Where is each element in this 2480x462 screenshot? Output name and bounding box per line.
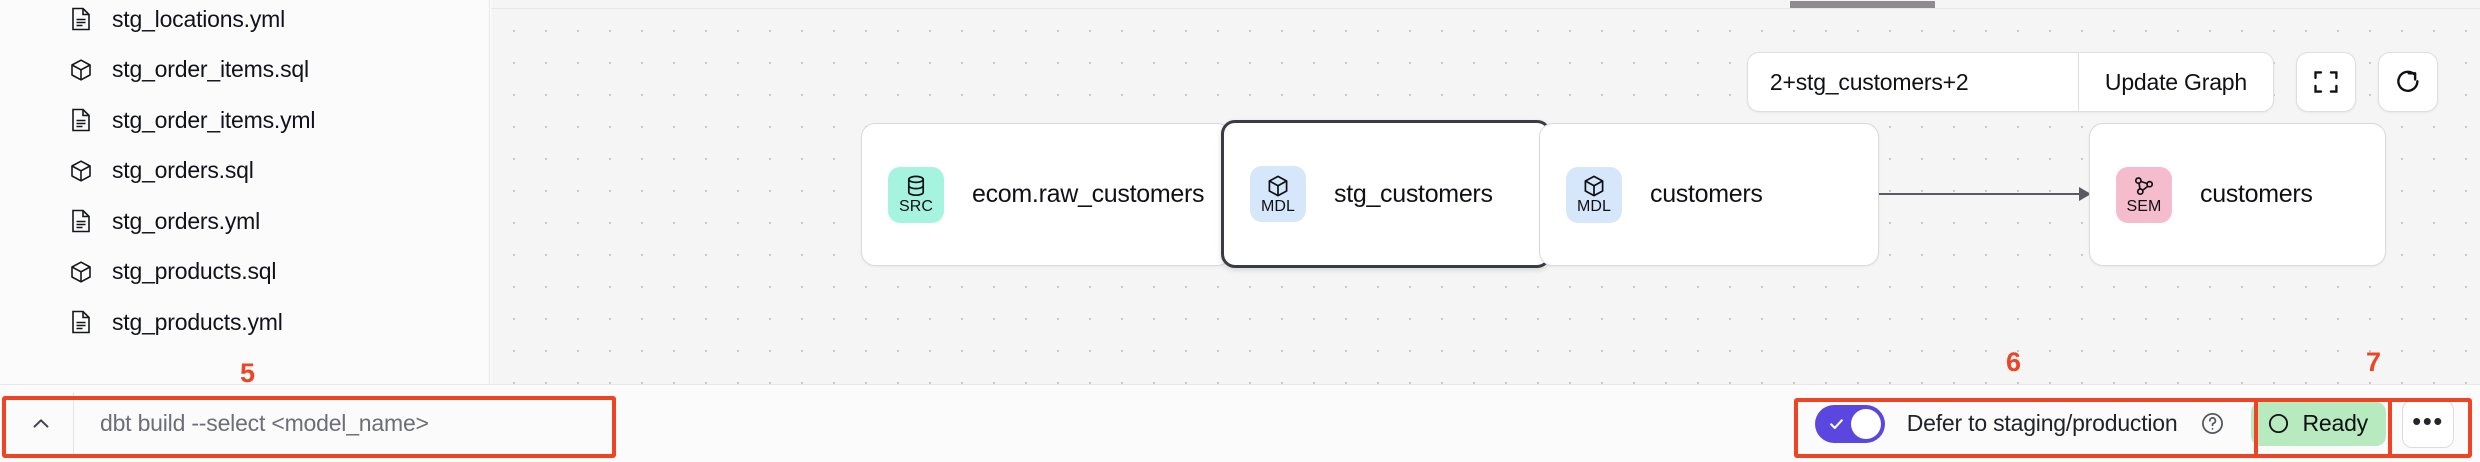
sem-badge: SEM: [2116, 166, 2172, 223]
fullscreen-button[interactable]: [2296, 52, 2356, 112]
src-badge-label: SRC: [898, 198, 934, 215]
file-name: stg_orders.sql: [112, 157, 254, 184]
file-name: stg_orders.yml: [112, 207, 261, 234]
file-tree-sidebar: stg_locations.yml stg_order_items.sql st…: [0, 0, 490, 384]
defer-label: Defer to staging/production: [1906, 410, 2178, 436]
file-tree-item[interactable]: stg_products.yml: [0, 297, 489, 348]
mdl-badge: MDL: [1250, 166, 1306, 222]
command-bar-group: [8, 392, 490, 455]
lineage-node-customers-model[interactable]: MDL customers: [1539, 123, 1879, 266]
mdl-badge-label: MDL: [1260, 197, 1296, 215]
lineage-canvas[interactable]: SRC ecom.raw_customers MDL stg_customers: [491, 0, 2480, 384]
file-tree-item[interactable]: stg_order_items.sql: [0, 45, 489, 96]
circle-outline-icon: [2267, 412, 2290, 435]
toggle-knob: [1850, 408, 1881, 439]
graph-selector-input[interactable]: [1747, 53, 2078, 111]
network-icon: [2132, 174, 2156, 198]
defer-toggle[interactable]: [1814, 404, 1885, 443]
canvas-top-divider: [491, 8, 2480, 9]
mdl-badge-label: MDL: [1576, 198, 1612, 215]
node-label: customers: [2200, 180, 2313, 208]
node-label: stg_customers: [1334, 179, 1493, 208]
cube-icon: [1582, 174, 1606, 198]
sem-badge-label: SEM: [2126, 198, 2162, 215]
file-name: stg_locations.yml: [112, 5, 286, 32]
file-name: stg_order_items.yml: [112, 106, 316, 133]
sql-model-icon: [68, 57, 94, 83]
more-options-button[interactable]: •••: [2402, 399, 2454, 448]
yml-file-icon: [68, 6, 94, 32]
graph-selector-group: Update Graph: [1746, 52, 2274, 112]
sql-model-icon: [68, 259, 94, 285]
yml-file-icon: [68, 107, 94, 133]
edge-customers-to-sem: [1868, 187, 2091, 201]
lineage-node-source[interactable]: SRC ecom.raw_customers: [861, 123, 1231, 266]
bottom-status-bar: Defer to staging/production: [0, 384, 2480, 462]
run-status-group: Ready •••: [2250, 393, 2480, 455]
chevron-up-icon: [29, 412, 53, 436]
file-tree-item[interactable]: stg_locations.yml: [0, 0, 489, 45]
fullscreen-icon: [2312, 68, 2340, 96]
refresh-icon: [2393, 67, 2423, 97]
status-bar-right: Defer to staging/production: [1793, 385, 2480, 462]
status-label: Ready: [2302, 410, 2369, 436]
file-tree-item[interactable]: stg_order_items.yml: [0, 95, 489, 146]
file-tree-item[interactable]: stg_orders.yml: [0, 196, 489, 247]
refresh-button[interactable]: [2378, 52, 2438, 112]
file-tree-item[interactable]: stg_products.sql: [0, 247, 489, 298]
update-graph-button[interactable]: Update Graph: [2077, 53, 2273, 111]
node-label: ecom.raw_customers: [972, 180, 1205, 208]
sql-model-icon: [68, 158, 94, 184]
help-circle-icon[interactable]: [2200, 411, 2225, 436]
lineage-node-customers-semantic[interactable]: SEM customers: [2089, 123, 2386, 266]
lineage-node-stg-customers[interactable]: MDL stg_customers: [1221, 120, 1551, 268]
horizontal-scrollbar[interactable]: [1790, 1, 1935, 8]
file-name: stg_order_items.sql: [112, 56, 309, 83]
file-name: stg_products.yml: [112, 308, 283, 335]
defer-setting-group: Defer to staging/production: [1793, 393, 2251, 455]
cube-icon: [1266, 174, 1290, 198]
graph-toolbar: Update Graph: [1746, 52, 2438, 112]
database-icon: [904, 174, 928, 198]
yml-file-icon: [68, 309, 94, 335]
file-tree-item[interactable]: stg_orders.sql: [0, 146, 489, 197]
check-icon: [1828, 415, 1845, 432]
node-label: customers: [1650, 180, 1763, 208]
file-name: stg_products.sql: [112, 258, 277, 285]
yml-file-icon: [68, 208, 94, 234]
status-badge[interactable]: Ready: [2250, 401, 2386, 446]
src-badge: SRC: [888, 166, 944, 223]
expand-terminal-button[interactable]: [8, 392, 74, 455]
dbt-command-input[interactable]: [74, 392, 490, 455]
mdl-badge: MDL: [1566, 166, 1622, 223]
